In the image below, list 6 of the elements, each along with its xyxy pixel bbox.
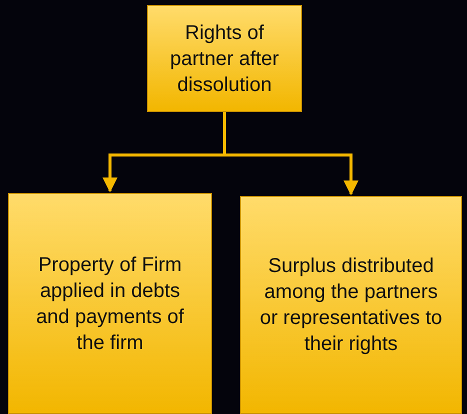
- box-text: Property of Firm applied in debts and payments of the firm: [35, 252, 185, 356]
- process-box: [8, 193, 212, 414]
- box-text: Surplus distributed among the partners or representatives to their rights: [258, 254, 444, 357]
- process-box: [240, 196, 462, 414]
- box-text: Rights of partner after dissolution: [169, 20, 280, 98]
- process-box: [147, 5, 302, 112]
